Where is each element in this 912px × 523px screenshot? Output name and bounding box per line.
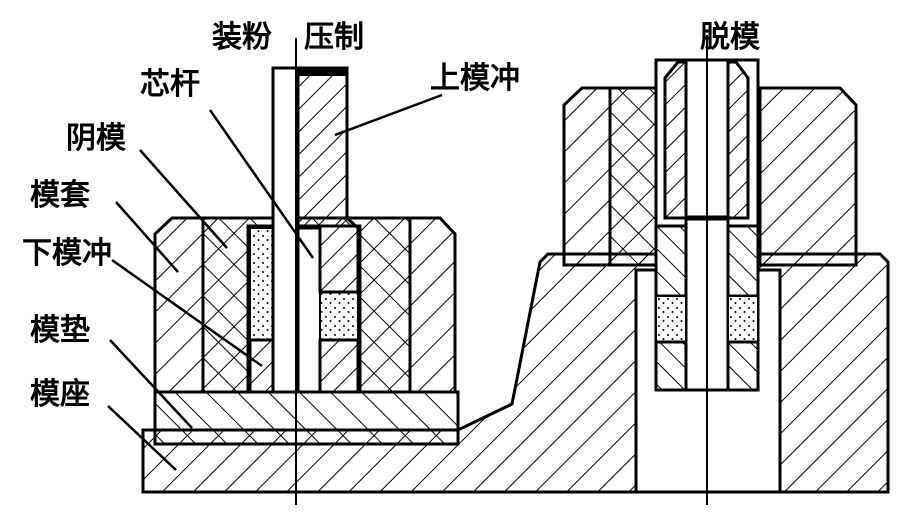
upper-punch — [296, 66, 360, 294]
label-ejecting: 脱模 — [700, 20, 760, 55]
leader-core-rod — [208, 109, 315, 259]
label-pressing: 压制 — [304, 20, 364, 55]
die-pad — [153, 390, 460, 446]
leader-upper-punch — [334, 93, 443, 137]
lower-punch-right — [318, 338, 360, 394]
label-loading: 装粉 — [212, 20, 272, 55]
label-upper-punch: 上模冲 — [430, 61, 520, 96]
powder-left — [249, 227, 274, 341]
eject-compact-right — [727, 295, 759, 343]
leader-female-die — [139, 149, 228, 249]
label-lower-punch: 下模冲 — [22, 236, 112, 271]
leader-lower-punch — [111, 258, 263, 368]
label-die-sleeve: 模套 — [30, 178, 90, 213]
leader-die-sleeve — [115, 201, 179, 273]
label-core-rod: 芯杆 — [140, 67, 200, 102]
label-die-pad: 模垫 — [30, 313, 90, 348]
leader-die-pad — [109, 339, 193, 429]
eject-lower-left — [654, 224, 688, 298]
leader-die-base — [107, 405, 177, 471]
label-die-base: 模座 — [30, 377, 90, 412]
eject-bottom-right — [726, 340, 760, 392]
label-female-die: 阴模 — [66, 121, 126, 156]
upper-punch-cap — [298, 68, 347, 76]
powder-right — [319, 291, 359, 341]
eject-bottom-left — [654, 340, 688, 392]
eject-lower-right — [726, 224, 760, 298]
eject-compact-left — [655, 295, 687, 343]
